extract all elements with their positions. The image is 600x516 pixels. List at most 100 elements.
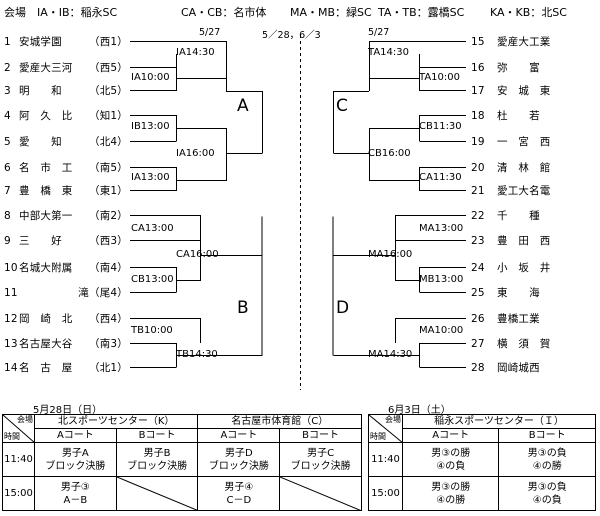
court-header: Aコート	[401, 428, 500, 443]
match-line-2: ブロック決勝	[127, 460, 188, 472]
team-name: 名城大附属	[19, 262, 73, 274]
court-header: Bコート	[279, 428, 362, 443]
may28-caption: 5月28日（日）	[33, 405, 103, 416]
team-name: 愛産大三河	[19, 62, 73, 74]
team-region: （南2）	[89, 210, 128, 222]
team-name: 阿 久 比	[19, 110, 73, 122]
time-cell: 11:40	[2, 442, 35, 477]
match-label: MA10:00	[419, 325, 464, 336]
right-team-row: 22 千 種	[471, 208, 540, 223]
left-team-row: 13名古屋大谷（南3）	[4, 336, 128, 351]
empty-cell	[115, 476, 199, 511]
team-number: 6	[4, 162, 11, 174]
court-header: Bコート	[115, 428, 199, 443]
match-line-2: ④の負	[436, 460, 466, 472]
left-team-row: 10名城大附属（南4）	[4, 260, 128, 275]
venue-place-2: 名市体	[233, 6, 267, 19]
team-name: 豊橋工業	[497, 313, 540, 325]
team-number: 10	[4, 262, 18, 274]
time-cell: 15:00	[368, 476, 403, 511]
block-c-label: C	[336, 96, 348, 116]
team-number: 22	[471, 210, 485, 222]
court-header: Aコート	[33, 428, 117, 443]
venue-group-3: MA・MB：緑SC	[290, 4, 372, 20]
team-number: 23	[471, 235, 485, 247]
venue-header: 稲永スポーツセンター（Ｉ）	[401, 414, 597, 429]
venue-header: 北スポーツセンター（K）	[33, 414, 199, 429]
time-cell: 15:00	[2, 476, 35, 511]
venue-group-4: TA・TB：露橋SC	[378, 4, 464, 20]
match-line-2: ブロック決勝	[290, 460, 351, 472]
match-label: IA13:00	[131, 172, 170, 183]
team-number: 28	[471, 362, 485, 374]
corner-cell: 会場 時間	[368, 414, 403, 443]
match-label: CA11:30	[419, 172, 462, 183]
team-number: 8	[4, 210, 11, 222]
team-region: （西3）	[89, 235, 128, 247]
right-team-row: 23 豊 田 西	[471, 233, 551, 248]
match-label: MA14:30	[368, 349, 413, 360]
team-name: 弥 富	[497, 62, 540, 74]
team-region: （西5）	[89, 62, 128, 74]
team-name: 名 市 工	[19, 162, 73, 174]
match-line-2: ④の勝	[532, 460, 562, 472]
team-number: 5	[4, 136, 11, 148]
court-header: Bコート	[498, 428, 596, 443]
corner-time: 時間	[370, 432, 386, 441]
match-line-1: 男③の勝	[431, 481, 471, 493]
team-name: 豊 田 西	[497, 235, 551, 247]
team-number: 20	[471, 162, 485, 174]
right-first-round-date: 5/27	[368, 27, 390, 38]
team-name: 名 古 屋	[19, 362, 73, 374]
team-name: 安 城 東	[497, 85, 551, 97]
venue-codes-5: KA・KB：	[490, 6, 542, 19]
team-name: 小 坂 井	[497, 262, 551, 274]
team-name: 愛産大工業	[497, 36, 551, 48]
match-label: MA13:00	[419, 223, 464, 234]
team-number: 19	[471, 136, 485, 148]
venue-place-3: 緑SC	[346, 6, 372, 19]
team-name: 愛 知	[19, 136, 62, 148]
match-label: CA13:00	[131, 223, 174, 234]
block-a-label: A	[237, 96, 249, 116]
match-line-2: ④の負	[532, 494, 562, 506]
left-team-row: 14名 古 屋（北1）	[4, 360, 128, 375]
team-name: 東 海	[497, 287, 540, 299]
team-number: 4	[4, 110, 11, 122]
team-region: （西4）	[89, 313, 128, 325]
match-label: TA10:00	[419, 72, 460, 83]
team-number: 24	[471, 262, 485, 274]
team-number: 14	[4, 362, 18, 374]
team-region: （北5）	[89, 85, 128, 97]
match-line-1: 男子③	[60, 481, 90, 493]
match-label: IA16:00	[176, 148, 215, 159]
team-name: 明 和	[19, 85, 62, 97]
team-name: 千 種	[497, 210, 540, 222]
team-region: （北4）	[89, 136, 128, 148]
team-name: 滝	[78, 287, 89, 299]
match-label: TB14:30	[176, 349, 218, 360]
time-cell: 11:40	[368, 442, 403, 477]
left-r1-match-2	[130, 54, 226, 91]
venue-place-1: 稲永SC	[80, 6, 118, 19]
team-name: 豊 橋 東	[19, 185, 73, 197]
team-number: 15	[471, 36, 485, 48]
right-team-row: 15 愛産大工業	[471, 34, 551, 49]
venue-group-5: KA・KB：北SC	[490, 4, 567, 20]
team-region: （南5）	[89, 162, 128, 174]
match-label: CB13:00	[131, 274, 174, 285]
venue-place-4: 露橋SC	[427, 6, 465, 19]
